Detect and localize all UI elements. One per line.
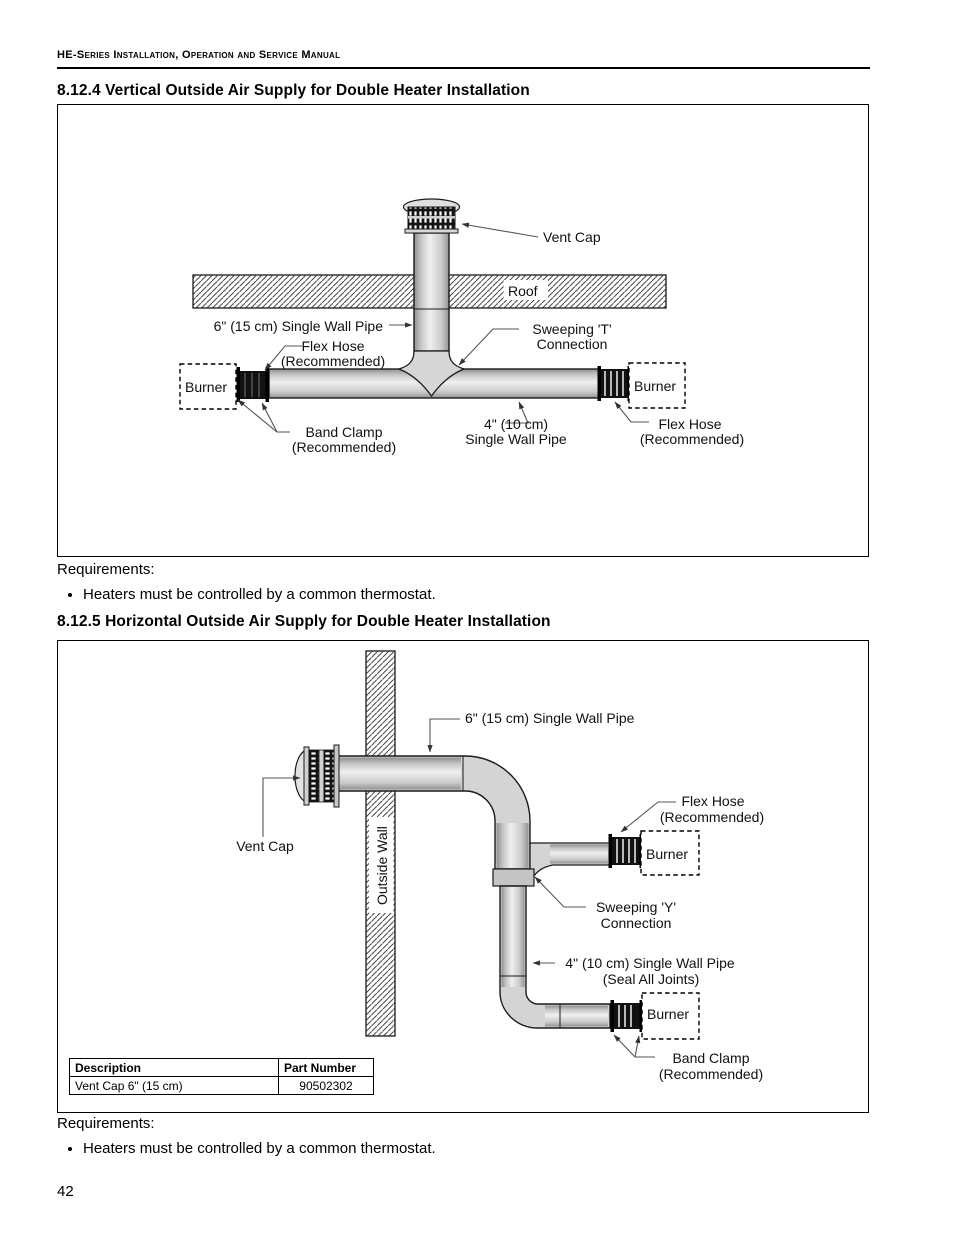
vertical-installation-diagram: Roof Vent Cap 6" (15 cm) Single Wall Pip… [57,104,869,557]
vent-cap-flange [333,744,340,808]
vent-cap-label: Vent Cap [236,838,294,854]
flex-right-leader [614,401,649,423]
pipe-vertical-shading [496,823,529,868]
vent-cap-flange [404,228,459,234]
requirement-item: Heaters must be controlled by a common t… [83,586,436,603]
burner-lower-box [641,992,700,1040]
flex-hose-upper [608,834,643,868]
vent-cap [294,744,340,808]
outside-wall-label: Outside Wall [374,826,390,905]
requirements-list-1: Heaters must be controlled by a common t… [57,586,436,603]
roof-label: Roof [508,283,538,299]
burner-left-box [179,363,237,410]
band-clamp-leader-a [237,399,290,433]
section-heading-8-12-4: 8.12.4 Vertical Outside Air Supply for D… [57,82,530,99]
band-clamp-label-1: Band Clamp [305,424,382,440]
flex-left-label-1: Flex Hose [301,338,364,354]
table-cell-part-number: 90502302 [278,1076,374,1095]
pipe6-leader [427,718,460,753]
header-rule [57,67,870,69]
vent-cap-louvers [323,749,335,803]
pipe-coupler [492,868,535,887]
pipe6-label: 6" (15 cm) Single Wall Pipe [214,318,384,334]
band-clamp-lower-b [639,1000,643,1032]
vent-cap [402,198,461,234]
flex-left-label-2: (Recommended) [281,353,385,369]
outside-wall-label-bg [369,817,393,913]
table-cell-description: Vent Cap 6" (15 cm) [69,1076,279,1095]
pipe-bottom-shading [545,1005,608,1027]
band-clamp-leader-b [634,1035,641,1058]
horizontal-diagram-svg: Outside Wall [236,650,764,1082]
band-clamp-lower-a [610,1000,614,1032]
horizontal-installation-diagram: Outside Wall [57,640,869,1113]
sweeping-y-label-2: Connection [601,915,672,931]
band-clamp-right-a [597,366,601,401]
pipe-4in-shading [501,887,525,987]
table-header-part-number: Part Number [278,1058,374,1077]
pipe4-label-2: (Seal All Joints) [603,971,699,987]
pipe4-label-1: 4" (10 cm) [484,416,548,432]
pipe4-leader [505,401,529,424]
requirements-list-2: Heaters must be controlled by a common t… [57,1140,436,1157]
page-number: 42 [57,1183,74,1200]
band-clamp-left-a [236,367,240,402]
band-clamp-leader-b [261,402,278,433]
burner-right-label: Burner [634,378,676,394]
table-header-description: Description [69,1058,279,1077]
flex-hose-lower [610,1000,643,1032]
band-clamp-label-2: (Recommended) [659,1066,763,1082]
vertical-pipe-6in [413,232,450,352]
requirements-label-2: Requirements: [57,1115,155,1132]
section-heading-8-12-5: 8.12.5 Horizontal Outside Air Supply for… [57,613,551,630]
band-clamp-label-2: (Recommended) [292,439,396,455]
vent-cap-leader [262,775,301,837]
pipe4-label-1: 4" (10 cm) Single Wall Pipe [565,955,735,971]
vent-cap-leader [461,222,539,238]
band-clamp-left-b [265,367,269,402]
flex-upper-leader [620,801,676,833]
flex-right-label-2: (Recommended) [640,431,744,447]
flex-upper-label-2: (Recommended) [660,809,764,825]
band-clamp-upper-a [608,834,612,868]
vent-cap-label: Vent Cap [543,229,601,245]
flex-right-label-1: Flex Hose [658,416,721,432]
roof-label-bg [504,280,548,300]
vent-cap-band [408,216,455,219]
vertical-diagram-svg: Roof Vent Cap 6" (15 cm) Single Wall Pip… [179,198,744,455]
flex-upper-label-1: Flex Hose [681,793,744,809]
vent-cap-louvers [308,749,320,803]
burner-upper-label: Burner [646,846,688,862]
requirements-label-1: Requirements: [57,561,155,578]
parts-table: Description Part Number Vent Cap 6" (15 … [69,1058,374,1095]
flex-hose-right [597,366,631,401]
sweeping-y-label-1: Sweeping 'Y' [596,899,676,915]
table-row: Vent Cap 6" (15 cm) 90502302 [69,1076,374,1095]
flex-left-leader [264,345,302,371]
sweeping-t-label-2: Connection [537,336,608,352]
burner-upper-box [640,830,700,876]
table-header-row: Description Part Number [69,1058,374,1077]
pipe4-label-2: Single Wall Pipe [465,431,567,447]
burner-left-label: Burner [185,379,227,395]
burner-lower-label: Burner [647,1006,689,1022]
burner-right-box [628,362,686,409]
sweeping-t-leader [458,328,519,366]
requirement-item: Heaters must be controlled by a common t… [83,1140,436,1157]
pipe6-label: 6" (15 cm) Single Wall Pipe [465,710,635,726]
sweeping-t-fitting [397,350,466,398]
flex-hose-left [236,367,269,402]
sweeping-t-label-1: Sweeping 'T' [532,321,611,337]
branch-shading [550,844,608,864]
band-clamp-label-1: Band Clamp [672,1050,749,1066]
running-header: HE-Series Installation, Operation and Se… [57,49,341,61]
pipe-6in-shading [339,757,461,790]
sweeping-y-leader [534,876,586,908]
